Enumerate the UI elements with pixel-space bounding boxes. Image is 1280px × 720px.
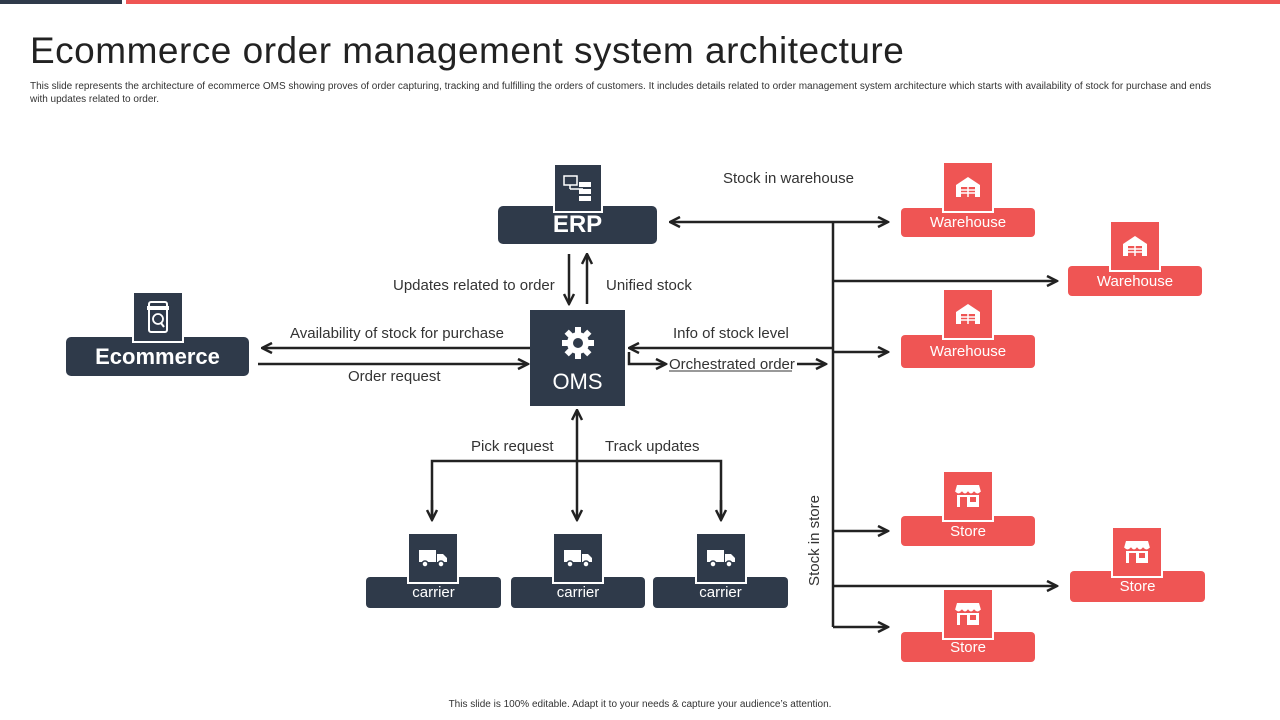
label-pick-request: Pick request <box>471 438 554 455</box>
label-order-request: Order request <box>348 368 441 385</box>
carrier-label: carrier <box>412 584 455 601</box>
oms-label: OMS <box>552 368 603 394</box>
slide-footer: This slide is 100% editable. Adapt it to… <box>448 699 832 710</box>
warehouse-icon <box>1109 220 1161 272</box>
slide-subtitle: This slide represents the architecture o… <box>30 81 1212 105</box>
top-accent-bar-red <box>126 0 1280 4</box>
warehouse-icon <box>942 288 994 340</box>
label-stock-in-store: Stock in store <box>806 495 823 586</box>
label-unified-stock: Unified stock <box>606 277 692 294</box>
label-updates-related-to-order: Updates related to order <box>393 277 555 294</box>
label-stock-in-warehouse: Stock in warehouse <box>723 170 854 187</box>
warehouse-label: Warehouse <box>1096 272 1174 290</box>
ecommerce-label: Ecommerce <box>95 343 220 369</box>
truck-icon <box>695 532 747 584</box>
carrier-branch-line <box>430 459 723 520</box>
truck-icon <box>552 532 604 584</box>
carrier-node-2: carrier <box>511 577 645 608</box>
mobile-shop-icon <box>132 291 184 343</box>
store-label: Store <box>950 522 986 540</box>
carrier-label: carrier <box>699 584 742 601</box>
store-label: Store <box>950 638 986 656</box>
network-computer-icon <box>553 163 603 213</box>
label-orchestrated-order: Orchestrated order <box>669 356 795 373</box>
label-track-updates: Track updates <box>605 438 700 455</box>
erp-label: ERP <box>552 211 603 238</box>
storefront-icon <box>942 470 994 522</box>
gear-icon <box>561 326 595 365</box>
storefront-icon <box>1111 526 1163 578</box>
warehouse-node-3: Warehouse <box>901 335 1035 368</box>
storefront-icon <box>942 588 994 640</box>
warehouse-label: Warehouse <box>929 343 1007 360</box>
oms-node: OMS <box>530 310 625 406</box>
label-availability-of-stock: Availability of stock for purchase <box>290 325 504 342</box>
store-label: Store <box>1119 578 1156 595</box>
orchestrated-order-arrow <box>627 352 666 364</box>
warehouse-node-2: Warehouse <box>1068 266 1202 296</box>
label-info-of-stock-level: Info of stock level <box>673 325 789 342</box>
carrier-label: carrier <box>556 584 600 601</box>
slide-title: Ecommerce order management system archit… <box>30 30 905 71</box>
truck-icon <box>407 532 459 584</box>
ecommerce-node: Ecommerce <box>66 337 249 376</box>
top-accent-bar-dark <box>0 0 122 4</box>
warehouse-label: Warehouse <box>929 214 1007 231</box>
warehouse-icon <box>942 161 994 213</box>
